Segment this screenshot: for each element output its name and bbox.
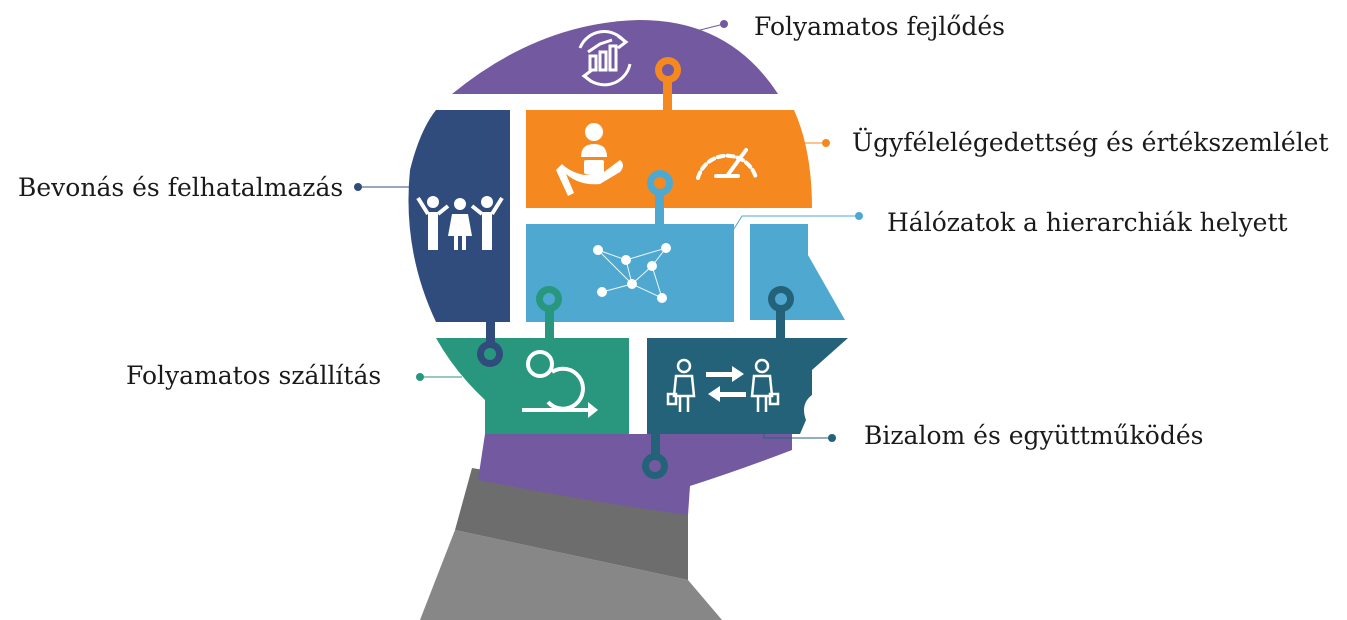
label-continuous-delivery: Folyamatos szállítás	[126, 361, 382, 390]
label-customer-satisfaction: Ügyfélelégedettség és értékszemlélet	[852, 128, 1329, 157]
lightblue-segment-main	[526, 224, 734, 322]
leader-lines	[354, 20, 863, 442]
label-trust-collaboration: Bizalom és együttműködés	[864, 421, 1204, 450]
label-networks-over-hierarchies: Hálózatok a hierarchiák helyett	[887, 208, 1288, 237]
shoulders-lower	[420, 530, 722, 620]
speedometer-gauge-icon	[696, 148, 758, 180]
exchange-arrows-icon	[706, 366, 746, 402]
lightblue-segment-face	[750, 224, 845, 320]
teal-segment	[647, 338, 848, 434]
label-continuous-improvement: Folyamatos fejlődés	[754, 12, 1006, 41]
puzzle-connectors	[477, 57, 794, 479]
cycle-growth-chart-icon	[578, 30, 632, 87]
network-nodes-icon	[593, 243, 671, 303]
label-engagement-empowerment: Bevonás és felhatalmazás	[18, 173, 344, 202]
hand-holding-person-icon	[556, 123, 623, 196]
exchange-people-icon	[666, 358, 780, 412]
continuous-loop-arrow-icon	[522, 350, 598, 418]
group-people-icon	[416, 196, 504, 250]
neck-segment	[478, 434, 792, 515]
